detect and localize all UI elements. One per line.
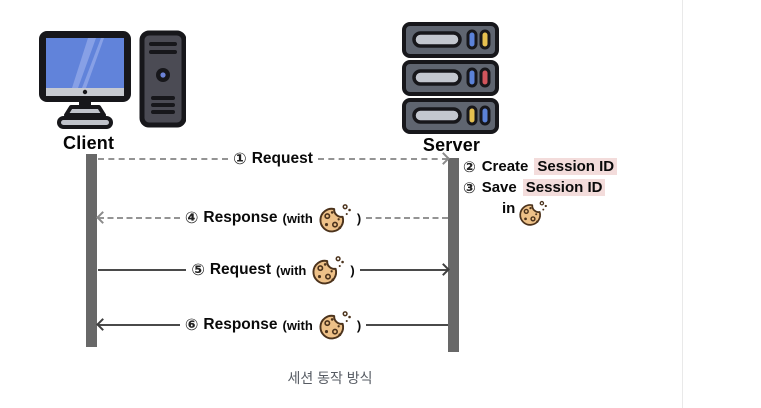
arrow-line-left [98, 269, 187, 271]
message-action: Response [203, 316, 278, 333]
arrow-line-right [366, 217, 448, 219]
arrowhead-right-icon [437, 152, 450, 165]
server-actor: Server [402, 22, 501, 156]
server-label: Server [422, 135, 481, 155]
session-id-highlight: Session ID [522, 179, 606, 196]
server-lifeline [448, 158, 459, 352]
cookie-icon [311, 255, 345, 286]
note-continuation: in [502, 200, 516, 217]
arrow-line-left [96, 318, 180, 331]
arrow-line-left [98, 158, 229, 160]
page-border-line [682, 0, 683, 408]
message-action: Request [209, 261, 272, 278]
session-id-highlight: Session ID [534, 158, 618, 175]
arrowhead-left-icon [96, 211, 109, 224]
note-number: ② [463, 158, 476, 176]
note-number: ③ [463, 179, 476, 197]
note-in-cookie: in [463, 200, 617, 227]
with-close-text: ) [356, 210, 362, 226]
message-5-request: ⑤ Request (with ) [98, 250, 450, 290]
cookie-icon [318, 310, 352, 341]
arrow-line-right [359, 263, 450, 276]
message-number: ④ [184, 210, 199, 227]
arrowhead-right-icon [437, 263, 450, 276]
with-open-text: (with [276, 262, 307, 278]
diagram-caption: 세션 동작 방식 [287, 370, 373, 386]
desktop-computer-icon [39, 30, 186, 129]
with-close-text: ) [350, 262, 355, 278]
with-open-text: (with [282, 317, 313, 333]
server-notes: ② Create Session ID ③ Save Session ID in [463, 156, 618, 227]
message-1-label: ① Request [228, 149, 318, 169]
message-number: ① [233, 151, 247, 168]
client-label: Client [63, 133, 115, 153]
note-create-session-id: ② Create Session ID [463, 156, 618, 177]
message-6-label: ⑥ Response (with ) [180, 310, 366, 341]
arrow-line-right [317, 152, 450, 165]
with-close-text: ) [356, 317, 362, 333]
with-open-text: (with [282, 210, 313, 226]
server-rack-icon [402, 22, 499, 134]
arrowhead-left-icon [96, 318, 109, 331]
message-4-label: ④ Response (with ) [180, 203, 366, 234]
message-number: ⑤ [191, 262, 205, 279]
message-number: ⑥ [184, 317, 199, 334]
note-verb: Create [481, 158, 529, 175]
client-actor: Client [38, 30, 186, 154]
cookie-icon [318, 203, 352, 234]
note-verb: Save [481, 179, 517, 196]
arrow-line-left [96, 211, 180, 224]
message-4-response: ④ Response (with ) [96, 198, 448, 238]
message-1-request: ① Request [98, 148, 450, 170]
message-action: Response [203, 209, 278, 226]
cookie-icon [518, 200, 548, 227]
message-6-response: ⑥ Response (with ) [96, 305, 448, 345]
arrow-line-right [366, 324, 448, 326]
message-action: Request [251, 150, 313, 167]
message-5-label: ⑤ Request (with ) [186, 255, 359, 286]
client-lifeline [86, 154, 97, 347]
note-save-session-id: ③ Save Session ID [463, 177, 617, 198]
